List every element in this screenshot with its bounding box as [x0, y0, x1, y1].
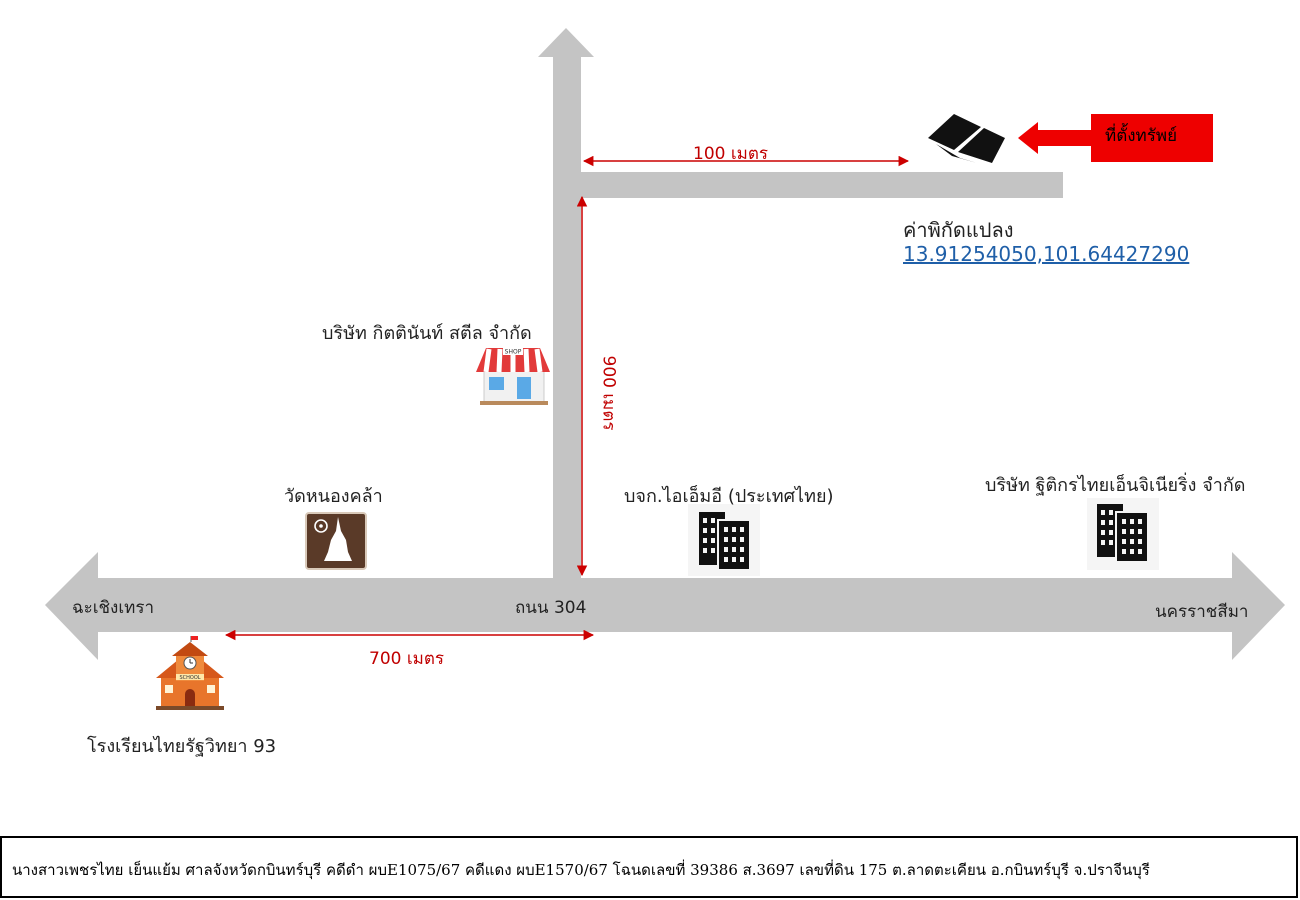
school-icon: SCHOOL: [156, 636, 224, 710]
shop-icon: SHOP: [476, 346, 550, 405]
temple-label: วัดหนองคล้า: [284, 486, 383, 507]
building-icon-center: [688, 504, 760, 576]
property-callout-label: ที่ตั้งทรัพย์: [1105, 126, 1178, 146]
shop-sign-text: SHOP: [505, 349, 522, 356]
vertical-road: [538, 28, 594, 578]
shop-label: บริษัท กิตตินันท์ สตีล จำกัด: [322, 323, 532, 344]
distance-top-road: 100 เมตร: [693, 144, 769, 164]
school-sign-text: SCHOOL: [179, 675, 200, 681]
company-right-label: บริษัท ฐิติกรไทยเอ็นจิเนียริ่ง จำกัด: [985, 475, 1246, 496]
building-icon-right: [1087, 498, 1159, 570]
distance-vertical-road: 900 เมตร: [598, 355, 619, 431]
direction-west-label: ฉะเชิงเทรา: [72, 598, 155, 618]
distance-main-road: 700 เมตร: [369, 649, 445, 669]
main-road: [45, 552, 1285, 660]
property-callout: ที่ตั้งทรัพย์: [1091, 114, 1213, 162]
road-name-label: ถนน 304: [515, 598, 587, 618]
school-label: โรงเรียนไทยรัฐวิทยา 93: [87, 736, 277, 757]
top-road: [581, 172, 1063, 198]
plot-coords-link[interactable]: 13.91254050,101.64427290: [903, 242, 1190, 266]
footer-text: นางสาวเพชรไทย เย็นแย้ม ศาลจังหวัดกบินทร์…: [12, 861, 1150, 879]
plot-coords-label: ค่าพิกัดแปลง: [903, 218, 1014, 242]
company-center-label: บจก.ไอเอ็มอี (ประเทศไทย): [624, 486, 834, 507]
footer-box: นางสาวเพชรไทย เย็นแย้ม ศาลจังหวัดกบินทร์…: [0, 836, 1298, 898]
parcel-icon: [928, 114, 1005, 163]
property-arrow-icon: [1018, 122, 1095, 154]
direction-east-label: นครราชสีมา: [1155, 602, 1249, 622]
temple-icon: [305, 512, 367, 570]
